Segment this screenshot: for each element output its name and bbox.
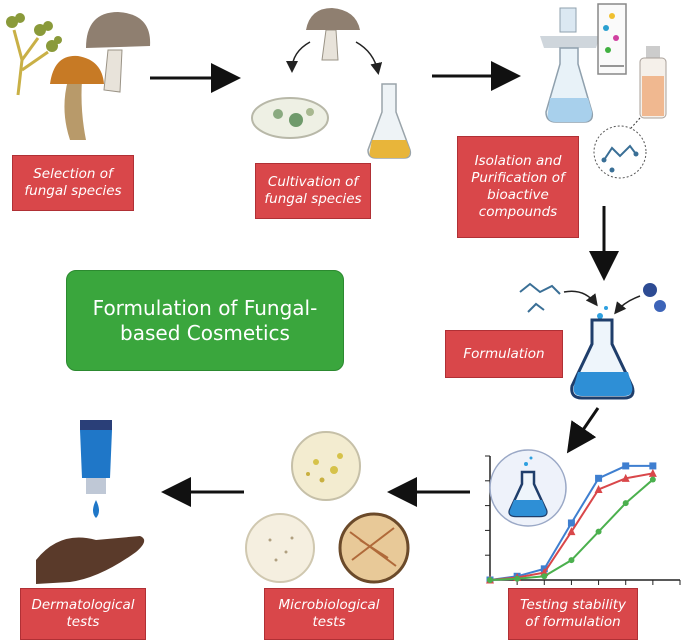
flask-icon: [367, 83, 412, 159]
filtration-apparatus-icon: [540, 7, 600, 123]
molecule-icon: [519, 282, 561, 295]
series-point-1: [567, 527, 576, 536]
series-point-1: [621, 473, 630, 482]
step-formulation-label: Formulation: [463, 345, 545, 362]
mushroom-grey-icon: [86, 12, 151, 93]
particle-icon: [643, 283, 657, 297]
step-microbiology-label: Microbiological tests: [278, 597, 380, 630]
step-selection-label: Selection of fungal species: [24, 166, 122, 199]
petri-dish-top-icon: [291, 431, 361, 501]
series-point-0: [649, 462, 657, 470]
dermatology-illustration: [36, 420, 145, 584]
step-cultivation-box: Cultivation of fungal species: [255, 163, 371, 219]
main-title: Formulation of Fungal- based Cosmetics: [92, 295, 318, 345]
step-cultivation-label: Cultivation of fungal species: [264, 174, 362, 207]
chromatography-plate-icon: [597, 3, 627, 75]
formulation-illustration: [519, 282, 666, 400]
petri-dish-right-icon: [338, 512, 410, 584]
series-point-2: [649, 476, 656, 483]
mushroom-small-icon: [306, 8, 360, 61]
series-point-2: [568, 557, 575, 564]
petri-dish-icon: [251, 97, 329, 139]
series-point-2: [595, 528, 602, 535]
series-point-2: [487, 577, 493, 583]
cream-tube-icon: [80, 420, 112, 494]
molecule-zoom-icon: [593, 125, 647, 179]
mushroom-orange-icon: [50, 55, 104, 140]
series-point-2: [622, 500, 629, 507]
series-point-0: [622, 462, 630, 470]
step-formulation-box: Formulation: [445, 330, 563, 378]
step-testing-label: Testing stability of formulation: [519, 597, 627, 630]
step-selection-box: Selection of fungal species: [12, 155, 134, 211]
stability-chart: [485, 449, 681, 585]
flow-arrows: [150, 61, 619, 507]
arrow-formulation-to-testing: [566, 407, 600, 454]
microbiology-illustration: [245, 431, 410, 584]
cream-drop-icon: [93, 500, 99, 518]
step-dermatology-label: Dermatological tests: [31, 597, 135, 630]
step-testing-box: Testing stability of formulation: [508, 588, 638, 640]
main-title-box: Formulation of Fungal- based Cosmetics: [66, 270, 344, 371]
isolation-illustration: [540, 3, 667, 179]
hand-icon: [36, 536, 145, 584]
mold-icon: [12, 29, 49, 96]
series-point-0: [567, 519, 575, 527]
series-point-2: [541, 573, 548, 580]
step-isolation-box: Isolation and Purification of bioactive …: [457, 136, 579, 238]
step-isolation-label: Isolation and Purification of bioactive …: [471, 153, 565, 220]
step-dermatology-box: Dermatological tests: [20, 588, 146, 640]
petri-dish-left-icon: [245, 513, 315, 583]
step-microbiology-box: Microbiological tests: [264, 588, 394, 640]
series-point-2: [514, 575, 521, 582]
fungi-illustration: [6, 12, 151, 140]
vial-icon: [639, 46, 667, 119]
chart-beaker-icon: [508, 456, 548, 518]
series-point-1: [648, 468, 657, 477]
beaker-icon: [570, 318, 635, 400]
series-point-0: [595, 474, 603, 482]
series-point-1: [594, 484, 603, 493]
cultivation-illustration: [251, 8, 412, 159]
